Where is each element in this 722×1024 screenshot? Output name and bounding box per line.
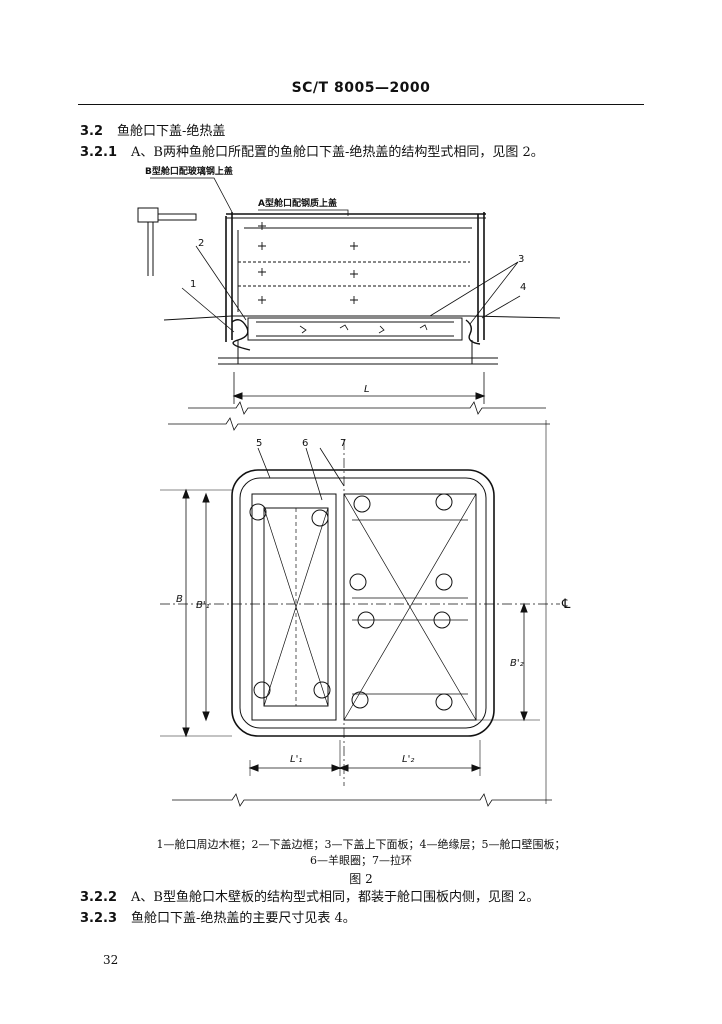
paragraph-3-2-1-text: A、B两种鱼舱口所配置的鱼舱口下盖-绝热盖的结构型式相同，见图 2。 <box>131 145 544 160</box>
figure-caption: 图 2 <box>349 872 373 886</box>
section-heading-number: 3.2 <box>80 124 104 139</box>
dimension-l1: L'₁ <box>290 754 302 765</box>
label-a-cover: A型舱口配钢质上盖 <box>258 197 337 209</box>
dimension-l2: L'₂ <box>402 754 414 765</box>
callout-7: 7 <box>340 438 346 449</box>
paragraph-3-2-3-text: 鱼舱口下盖-绝热盖的主要尺寸见表 4。 <box>131 911 356 926</box>
paragraph-3-2-1: 3.2.1 A、B两种鱼舱口所配置的鱼舱口下盖-绝热盖的结构型式相同，见图 2。 <box>80 141 544 160</box>
paragraph-3-2-2: 3.2.2 A、B型鱼舱口木壁板的结构型式相同，都装于舱口围板内侧，见图 2。 <box>80 886 539 905</box>
dimension-b: B <box>176 594 183 605</box>
section-heading: 3.2 鱼舱口下盖-绝热盖 <box>80 120 225 139</box>
figure-legend-line-1: 1—舱口周边木框；2—下盖边框；3—下盖上下面板；4—绝缘层；5—舱口壁围板； <box>156 838 566 851</box>
page-header: SC/T 8005—2000 <box>291 80 431 96</box>
figure-legend-line-2: 6—羊眼圈；7—拉环 <box>310 854 412 867</box>
callout-6: 6 <box>302 438 308 449</box>
callout-3: 3 <box>518 254 524 265</box>
paragraph-3-2-2-text: A、B型鱼舱口木壁板的结构型式相同，都装于舱口围板内侧，见图 2。 <box>131 890 540 905</box>
dimension-b1: B'₁ <box>196 600 210 611</box>
paragraph-3-2-1-number: 3.2.1 <box>80 145 118 160</box>
centerline-symbol: ℄ <box>561 597 571 612</box>
section-heading-text: 鱼舱口下盖-绝热盖 <box>117 124 226 139</box>
dimension-l: L <box>364 384 370 395</box>
paragraph-3-2-2-number: 3.2.2 <box>80 890 118 905</box>
callout-5: 5 <box>256 438 262 449</box>
callout-4: 4 <box>520 282 526 293</box>
page-number: 32 <box>103 953 119 967</box>
callout-1: 1 <box>190 279 196 290</box>
dimension-b2: B'₂ <box>510 658 524 669</box>
header-rule <box>78 104 644 105</box>
paragraph-3-2-3-number: 3.2.3 <box>80 911 118 926</box>
paragraph-3-2-3: 3.2.3 鱼舱口下盖-绝热盖的主要尺寸见表 4。 <box>80 907 356 926</box>
callout-2: 2 <box>198 238 204 249</box>
label-b-cover: B型舱口配玻璃钢上盖 <box>145 165 233 177</box>
